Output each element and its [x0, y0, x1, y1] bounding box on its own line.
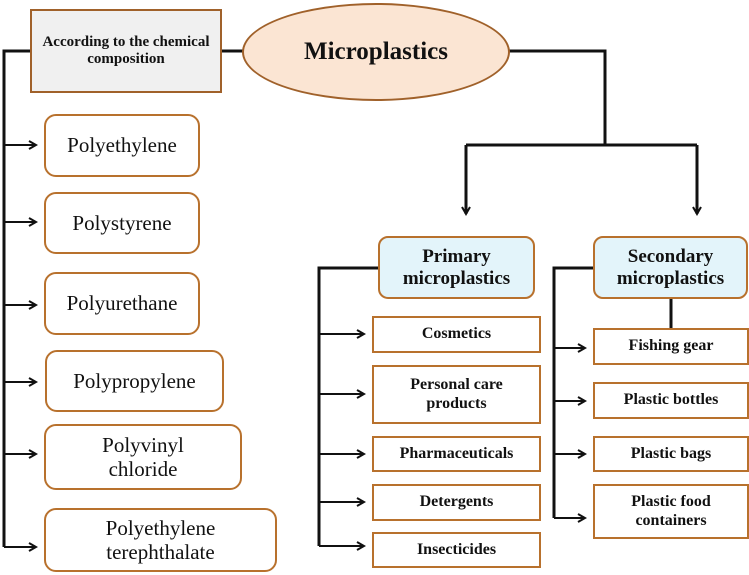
root-label: Microplastics: [304, 37, 448, 65]
primary-item-personal-care: Personal care products: [372, 365, 541, 424]
connector-heading-spine: [2, 49, 30, 547]
polymer-label: Polyvinyl chloride: [102, 432, 184, 481]
leaf-label: Cosmetics: [421, 325, 492, 343]
primary-item-insecticides: Insecticides: [372, 532, 541, 568]
leaf-label: Fishing gear: [628, 337, 714, 355]
polymer-label: Polyurethane: [66, 291, 178, 316]
category-primary: Primary microplastics: [378, 236, 535, 299]
leaf-label: Insecticides: [416, 540, 497, 558]
polymer-label: Polyethylene: [67, 133, 177, 158]
polymer-label: Polystyrene: [72, 210, 172, 235]
polymer-label: Polyethylene terephthalate: [105, 515, 216, 564]
primary-item-pharmaceuticals: Pharmaceuticals: [372, 436, 541, 472]
secondary-item-plastic-bottles: Plastic bottles: [593, 382, 749, 419]
polymer-polyethylene: Polyethylene: [44, 114, 200, 177]
category-secondary: Secondary microplastics: [593, 236, 748, 299]
connector-secondary-spine: [552, 266, 593, 518]
leaf-label: Personal care products: [410, 376, 503, 412]
leaf-label: Plastic bottles: [623, 391, 719, 409]
polymer-pet: Polyethylene terephthalate: [44, 508, 277, 572]
secondary-item-plastic-food-containers: Plastic food containers: [593, 484, 749, 539]
leaf-label: Plastic food containers: [631, 493, 711, 529]
composition-heading: According to the chemical composition: [30, 9, 222, 93]
category-secondary-label: Secondary microplastics: [616, 245, 725, 289]
polymer-polyurethane: Polyurethane: [44, 272, 200, 335]
polymer-label: Polypropylene: [73, 368, 196, 393]
leaf-label: Pharmaceuticals: [399, 444, 514, 462]
composition-heading-label: According to the chemical composition: [42, 33, 210, 67]
connector-primary-spine: [317, 266, 378, 546]
primary-item-detergents: Detergents: [372, 484, 541, 521]
primary-item-cosmetics: Cosmetics: [372, 316, 541, 353]
secondary-item-plastic-bags: Plastic bags: [593, 436, 749, 472]
root-node-microplastics: Microplastics: [242, 3, 510, 101]
secondary-item-fishing-gear: Fishing gear: [593, 328, 749, 365]
leaf-label: Detergents: [419, 493, 494, 511]
polymer-polypropylene: Polypropylene: [45, 350, 224, 412]
connector-root-categories: [509, 49, 607, 145]
category-primary-label: Primary microplastics: [402, 245, 511, 289]
polymer-polystyrene: Polystyrene: [44, 192, 200, 254]
polymer-polyvinyl-chloride: Polyvinyl chloride: [44, 424, 242, 490]
leaf-label: Plastic bags: [630, 444, 712, 462]
